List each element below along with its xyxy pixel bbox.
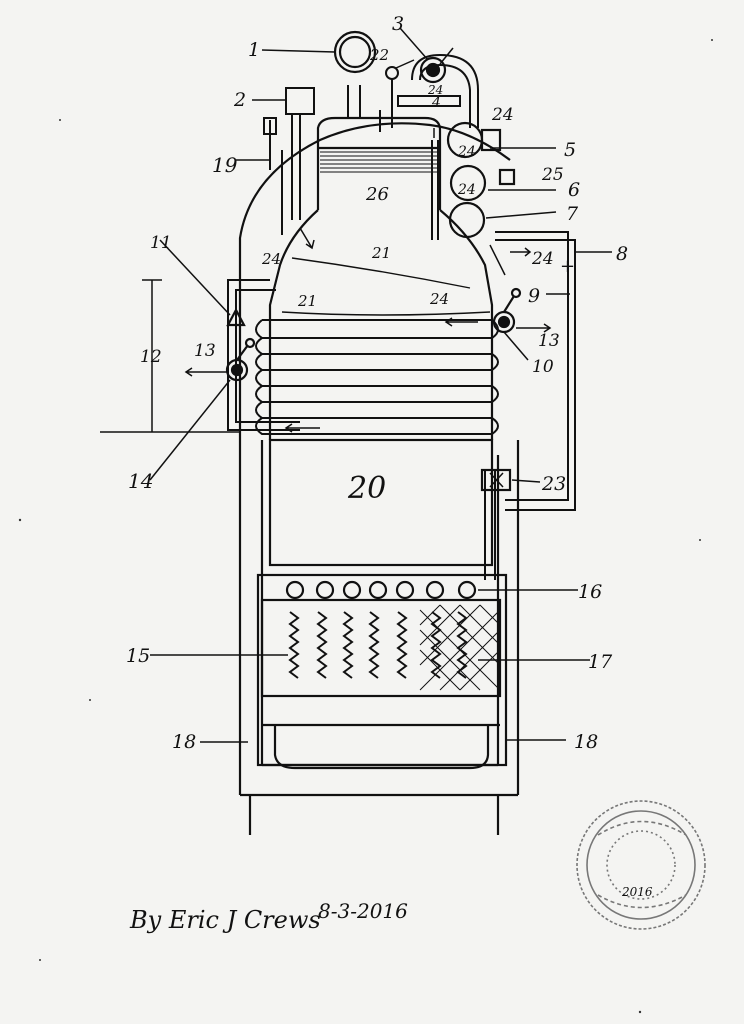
label-18b: 18 <box>574 731 598 753</box>
label-24g: 24 <box>429 290 449 308</box>
label-24c: 24 <box>457 144 476 160</box>
label-13b: 13 <box>538 331 560 351</box>
leader-lines <box>142 27 612 743</box>
label-25: 25 <box>541 165 564 185</box>
label-7: 7 <box>566 203 579 225</box>
coil-windings <box>255 257 499 435</box>
piping <box>227 53 576 580</box>
signature-text: By Eric J Crews <box>129 906 321 934</box>
label-3: 3 <box>392 13 404 35</box>
label-1: 1 <box>248 39 260 61</box>
callout-labels: 1 2 3 22 24 4 24 24 24 5 25 6 7 8 24 + 9… <box>126 13 628 753</box>
label-22: 22 <box>369 46 389 64</box>
label-14: 14 <box>128 469 153 493</box>
label-plus: + <box>560 256 575 277</box>
label-18a: 18 <box>172 731 196 753</box>
inner-tank <box>256 116 508 770</box>
label-9: 9 <box>528 285 540 307</box>
label-15: 15 <box>126 645 150 667</box>
label-20: 20 <box>347 471 386 506</box>
label-16: 16 <box>578 581 602 603</box>
label-4: 4 <box>431 95 441 111</box>
label-10: 10 <box>532 357 554 377</box>
label-2: 2 <box>233 89 246 111</box>
components <box>225 30 522 600</box>
label-21b: 21 <box>297 292 317 310</box>
label-24b: 24 <box>491 105 514 125</box>
label-21a: 21 <box>371 244 391 262</box>
notary-stamp: 2016 <box>576 800 706 930</box>
label-26: 26 <box>365 184 389 205</box>
label-12: 12 <box>140 347 162 367</box>
stamp-year: 2016 <box>621 885 653 899</box>
label-5: 5 <box>564 139 576 161</box>
label-13a: 13 <box>194 341 216 361</box>
label-8: 8 <box>616 243 628 265</box>
crosshatch-region <box>419 604 501 691</box>
label-17: 17 <box>588 651 613 673</box>
label-19: 19 <box>212 153 238 177</box>
label-24d: 24 <box>457 182 476 198</box>
signature-block: By Eric J Crews 8-3-2016 <box>129 899 408 934</box>
label-23: 23 <box>541 473 566 495</box>
label-24f: 24 <box>261 250 281 268</box>
label-6: 6 <box>568 179 580 201</box>
label-24a: 24 <box>427 83 443 97</box>
signature-date: 8-3-2016 <box>318 899 408 923</box>
label-11: 11 <box>150 233 172 253</box>
scan-specks <box>18 39 713 1014</box>
label-24e: 24 <box>531 249 554 269</box>
heating-elements <box>288 611 468 679</box>
